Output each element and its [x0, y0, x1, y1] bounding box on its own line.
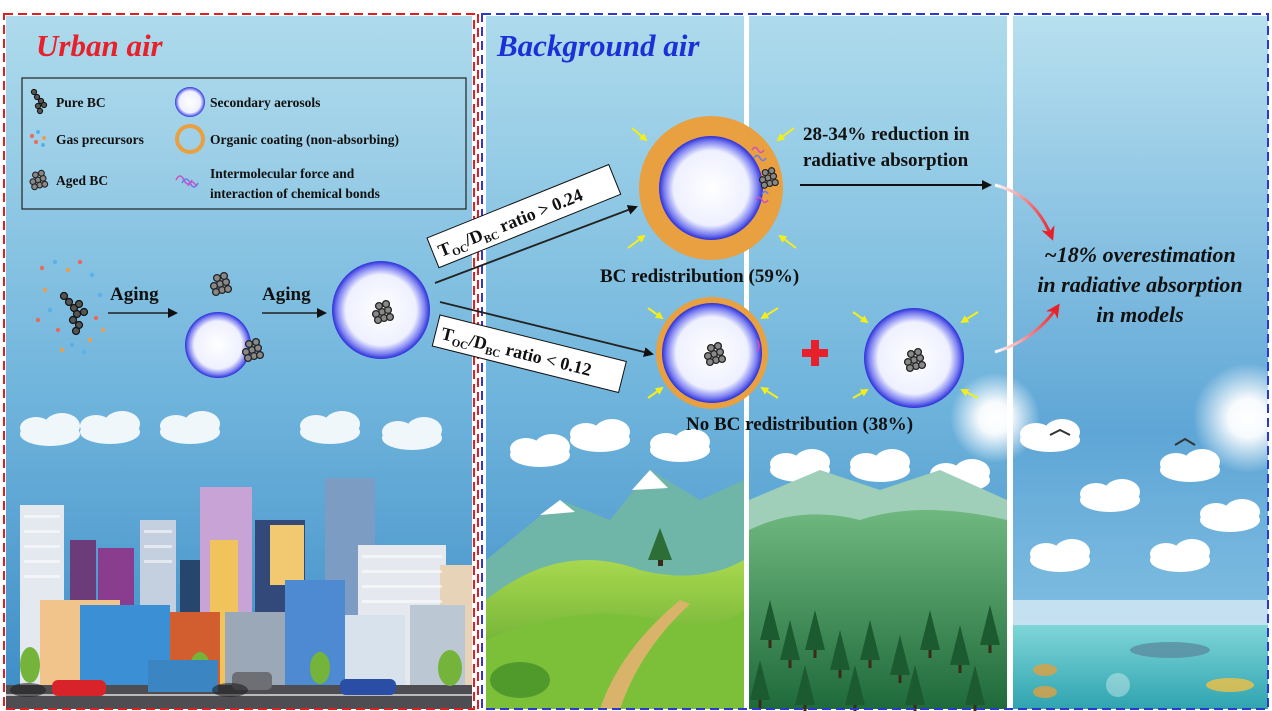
organic-coating-icon	[175, 124, 205, 154]
sun-icon	[1193, 363, 1272, 473]
overestimation-line2: in radiative absorption	[1037, 272, 1242, 297]
compression-arrows-upper	[627, 127, 797, 249]
background-air-title: Background air	[496, 28, 700, 63]
coated-particle-without-coating	[864, 308, 964, 408]
no-bc-redistribution-label: No BC redistribution (38%)	[686, 414, 913, 435]
plus-icon	[802, 340, 828, 366]
city-illustration	[6, 411, 472, 709]
intermolecular-force-icon	[175, 175, 199, 188]
ratio-lower-t: T	[439, 323, 455, 345]
compression-arrows-lower-right	[852, 311, 979, 399]
overestimation-line3: in models	[1096, 302, 1183, 327]
legend-intermolecular-line1: Intermolecular force and	[210, 166, 355, 181]
reduction-label-line2: radiative absorption	[803, 150, 969, 171]
no-redistribution-particle	[656, 297, 768, 409]
bc-redistribution-label: BC redistribution (59%)	[600, 266, 799, 287]
pure-bc-icon	[30, 88, 48, 115]
urban-air-title: Urban air	[36, 28, 164, 63]
compression-arrows-lower-left	[647, 307, 779, 399]
legend-intermolecular-line2: interaction of chemical bonds	[210, 186, 380, 201]
secondary-aerosol-small	[185, 312, 251, 378]
ratio-lower-d-sub: BC	[484, 345, 502, 360]
legend-gas-precursors: Gas precursors	[56, 132, 144, 147]
red-arrow-lower	[994, 303, 1060, 354]
forest-illustration	[749, 449, 1007, 711]
legend: Pure BC Gas precursors Aged BC Secondary…	[21, 77, 467, 210]
mountain-illustration	[486, 419, 744, 709]
ratio-upper-d-sub: BC	[482, 229, 501, 246]
ratio-lower-slash-d: /D	[466, 330, 489, 354]
branch-arrow-upper	[434, 205, 638, 284]
pure-bc-chain	[59, 291, 89, 336]
aging-label-2: Aging	[262, 284, 311, 305]
legend-aged-bc: Aged BC	[56, 173, 108, 188]
legend-organic-coating: Organic coating (non-absorbing)	[210, 132, 399, 147]
redistribution-particle	[639, 116, 783, 260]
branch-arrow-lower	[439, 301, 654, 357]
ocean-illustration	[1013, 363, 1272, 709]
ratio-upper-t-sub: OC	[450, 242, 470, 259]
ratio-lower-t-sub: OC	[450, 337, 469, 353]
red-arrow-upper	[994, 183, 1055, 241]
panel-borders	[3, 13, 1269, 710]
sun-glow-icon	[950, 373, 1040, 463]
gas-precursors-cloud	[35, 259, 106, 355]
legend-secondary-aerosols: Secondary aerosols	[210, 95, 320, 110]
reduction-label-line1: 28-34% reduction in	[803, 124, 970, 145]
secondary-aerosol-icon	[175, 87, 205, 117]
aging-label-1: Aging	[110, 284, 159, 305]
legend-pure-bc: Pure BC	[56, 95, 106, 110]
gas-precursors-icon	[30, 130, 46, 147]
overestimation-line1: ~18% overestimation	[1044, 242, 1236, 267]
